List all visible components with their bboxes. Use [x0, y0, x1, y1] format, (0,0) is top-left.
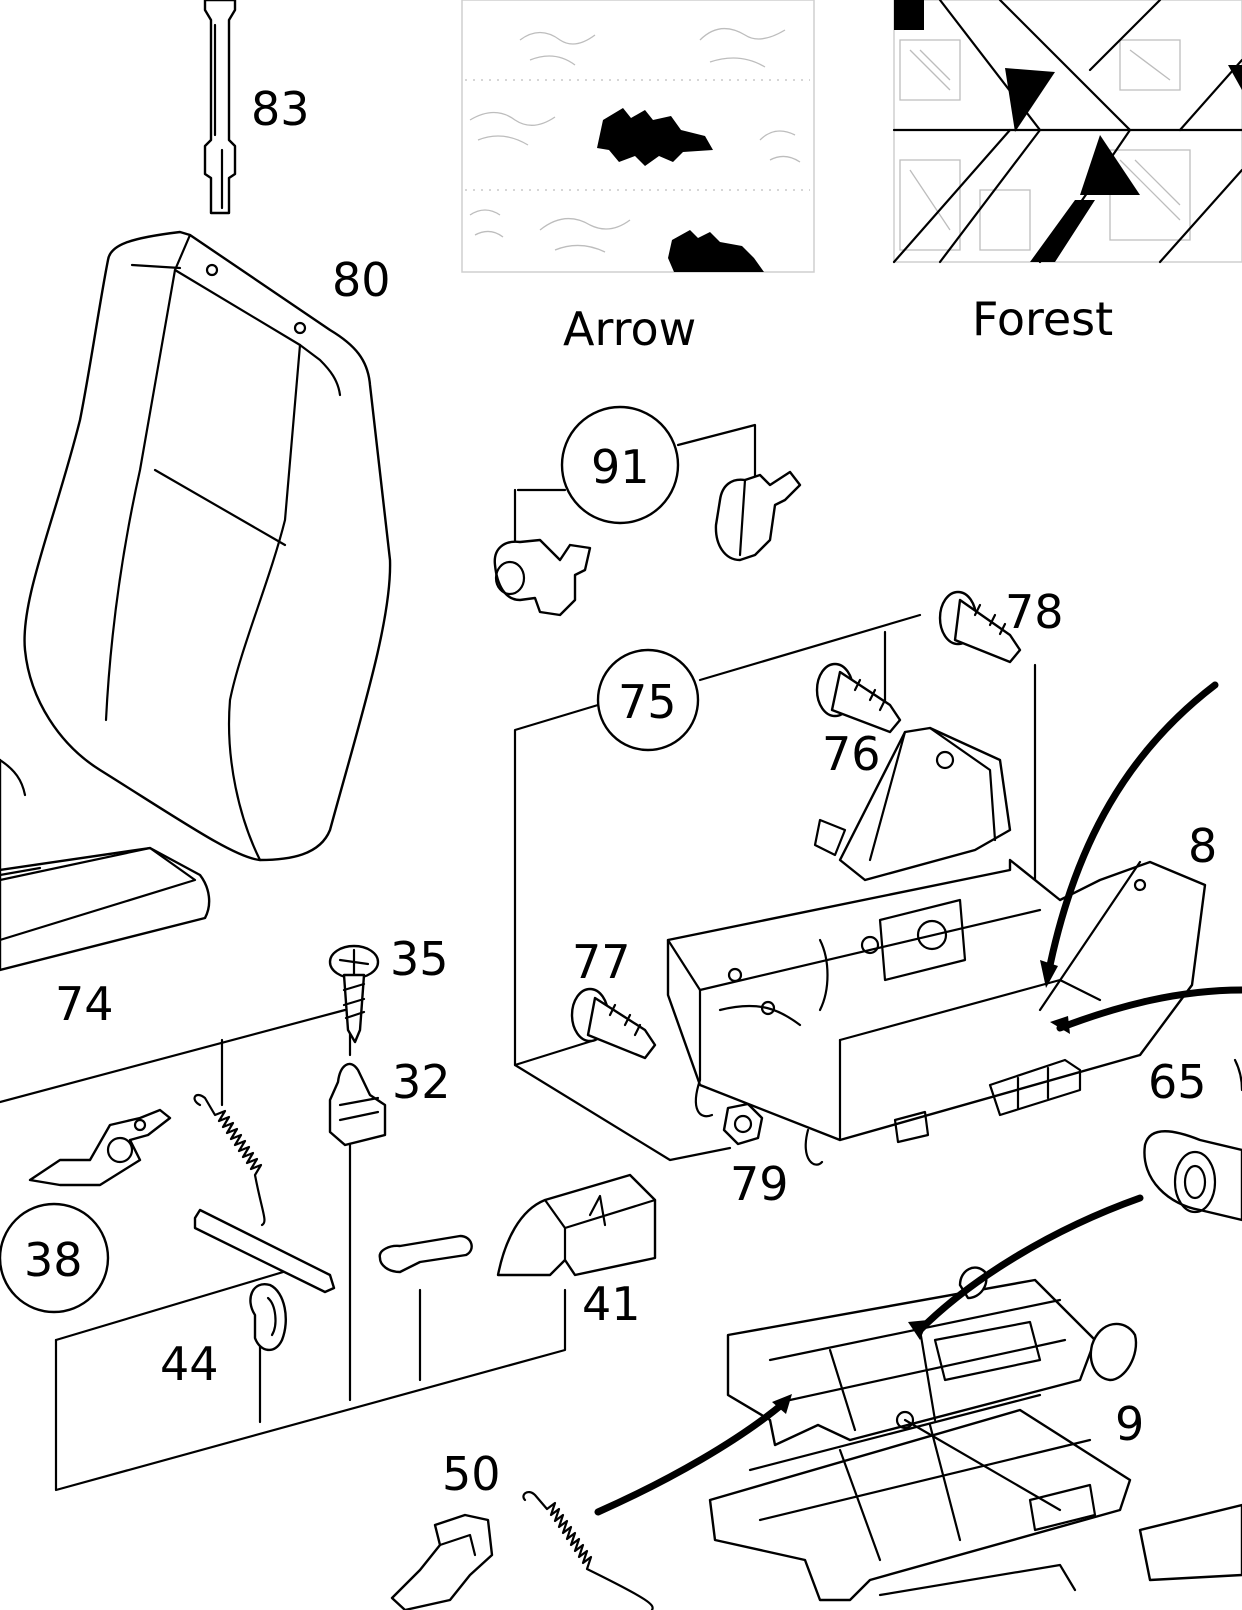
- arrow-fabric-swatch[interactable]: Arrow: [461, 0, 815, 356]
- part-75-bolt-set[interactable]: [513, 590, 1037, 1162]
- callout-79: 79: [730, 1157, 789, 1211]
- callout-41: 41: [582, 1277, 641, 1331]
- callout-77: 77: [572, 935, 631, 989]
- callout-75: 75: [618, 675, 677, 729]
- forest-caption: Forest: [972, 292, 1113, 346]
- callout-50: 50: [442, 1447, 501, 1501]
- callout-9: 9: [1115, 1397, 1144, 1451]
- callout-83: 83: [251, 82, 310, 136]
- part-91-clips[interactable]: [493, 423, 802, 617]
- part-8-seat-frame[interactable]: [666, 681, 1242, 1166]
- callout-76: 76: [822, 727, 881, 781]
- callout-74: 74: [55, 977, 114, 1031]
- callout-91: 91: [591, 440, 650, 494]
- callout-38-circle: [0, 1202, 110, 1314]
- callout-35: 35: [390, 932, 449, 986]
- callout-75-circle: [596, 648, 700, 752]
- callout-91-circle: [560, 405, 680, 525]
- part-83-guide-pin[interactable]: [203, 0, 237, 215]
- callout-78: 78: [1005, 585, 1064, 639]
- callout-38: 38: [24, 1233, 83, 1287]
- callout-65: 65: [1148, 1055, 1207, 1109]
- part-9-slide-base[interactable]: [594, 1194, 1242, 1602]
- part-80-backrest[interactable]: [23, 230, 392, 862]
- forest-fabric-swatch[interactable]: Forest: [892, 0, 1242, 346]
- callout-80: 80: [332, 253, 391, 307]
- part-74-seat-cushion[interactable]: [0, 758, 211, 972]
- arrow-caption: Arrow: [563, 302, 696, 356]
- callout-32: 32: [392, 1055, 451, 1109]
- callout-8: 8: [1188, 819, 1217, 873]
- part-38-linkage-set[interactable]: [0, 944, 657, 1492]
- part-50-spring-bracket[interactable]: [390, 1491, 654, 1610]
- callout-44: 44: [160, 1337, 219, 1391]
